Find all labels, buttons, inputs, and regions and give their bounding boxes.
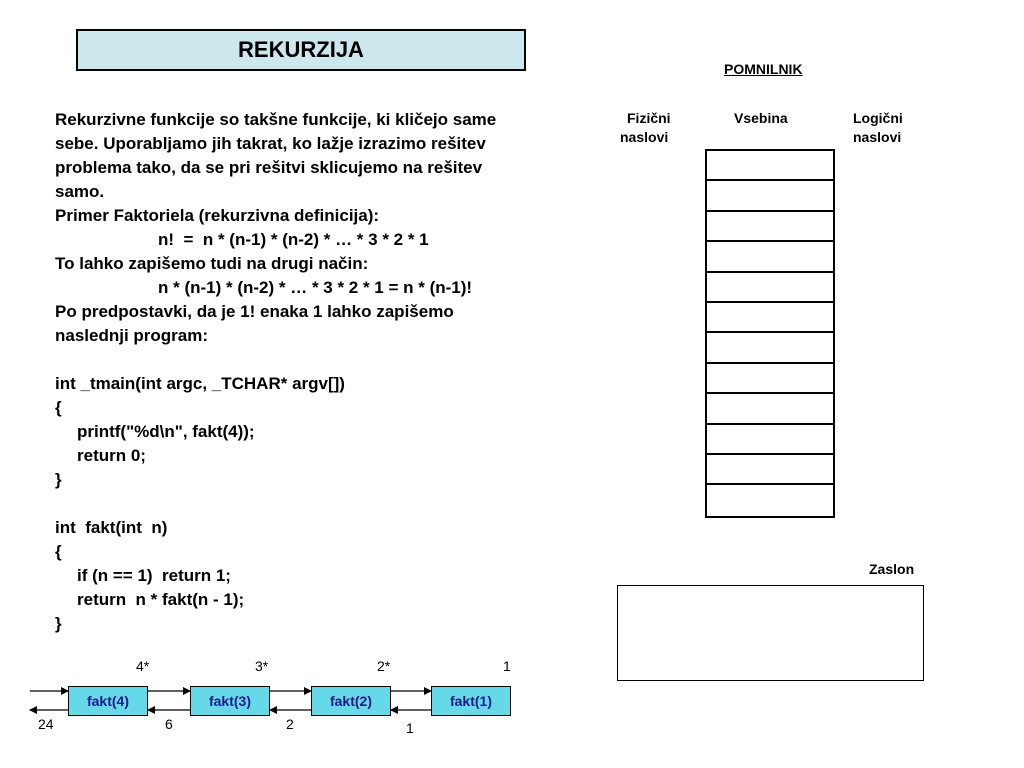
return-label-3: 1 bbox=[406, 720, 414, 736]
memory-title: POMNILNIK bbox=[724, 61, 803, 77]
memory-cell bbox=[707, 394, 833, 425]
body-line: } bbox=[55, 470, 62, 489]
fakt-1-box: fakt(1) bbox=[431, 686, 511, 716]
body-line: return n * fakt(n - 1); bbox=[77, 590, 245, 609]
body-line: { bbox=[55, 542, 62, 561]
call-chain: fakt(4) fakt(3) fakt(2) fakt(1) 4* 3* 2*… bbox=[0, 650, 540, 768]
fakt-4-box: fakt(4) bbox=[68, 686, 148, 716]
memory-cell bbox=[707, 303, 833, 334]
body-line: Primer Faktoriela (rekurzivna definicija… bbox=[55, 206, 380, 225]
body-line: sebe. Uporabljamo jih takrat, ko lažje i… bbox=[55, 134, 486, 153]
call-arrows bbox=[29, 687, 432, 714]
fakt-2-box: fakt(2) bbox=[311, 686, 391, 716]
call-label-2: 2* bbox=[377, 658, 391, 674]
content-label: Vsebina bbox=[734, 110, 788, 126]
body-line: int fakt(int n) bbox=[55, 518, 168, 537]
body-line: n * (n-1) * (n-2) * … * 3 * 2 * 1 = n * … bbox=[158, 278, 473, 297]
body-line: { bbox=[55, 398, 62, 417]
memory-cell bbox=[707, 485, 833, 515]
body-line: } bbox=[55, 614, 62, 633]
memory-cell bbox=[707, 151, 833, 182]
body-line: return 0; bbox=[77, 446, 146, 465]
physical-address-label: Fizični naslovi bbox=[620, 109, 671, 147]
body-line: To lahko zapišemo tudi na drugi način: bbox=[55, 254, 369, 273]
memory-cell bbox=[707, 181, 833, 212]
logical-address-label: Logični naslovi bbox=[853, 109, 903, 147]
body-line: Rekurzivne funkcije so takšne funkcije, … bbox=[55, 110, 497, 129]
body-line: int _tmain(int argc, _TCHAR* argv[]) bbox=[55, 374, 345, 393]
return-label-1: 6 bbox=[165, 716, 173, 732]
logical-label-line1: Logični bbox=[853, 110, 903, 126]
physical-label-line2: naslovi bbox=[620, 129, 669, 145]
body-line: problema tako, da se pri rešitvi sklicuj… bbox=[55, 158, 483, 177]
memory-cell bbox=[707, 212, 833, 243]
memory-cell bbox=[707, 333, 833, 364]
logical-label-line2: naslovi bbox=[853, 129, 902, 145]
body-line: samo. bbox=[55, 182, 105, 201]
call-label-1: 3* bbox=[255, 658, 269, 674]
screen-title: Zaslon bbox=[869, 561, 915, 577]
body-line: printf("%d\n", fakt(4)); bbox=[77, 422, 255, 441]
body-line: n! = n * (n-1) * (n-2) * … * 3 * 2 * 1 bbox=[158, 230, 429, 249]
call-label-0: 4* bbox=[136, 658, 150, 674]
page-title: REKURZIJA bbox=[76, 29, 526, 71]
body-line: naslednji program: bbox=[55, 326, 209, 345]
call-label-3: 1 bbox=[503, 658, 511, 674]
return-label-0: 24 bbox=[38, 716, 54, 732]
fakt-3-box: fakt(3) bbox=[190, 686, 270, 716]
body-line bbox=[55, 492, 585, 516]
memory-cell bbox=[707, 273, 833, 303]
return-label-2: 2 bbox=[286, 716, 294, 732]
memory-cell bbox=[707, 364, 833, 395]
memory-cell bbox=[707, 242, 833, 273]
screen-box bbox=[617, 585, 924, 681]
body-text: Rekurzivne funkcije so takšne funkcije, … bbox=[55, 108, 585, 636]
memory-table bbox=[705, 149, 835, 518]
memory-cell bbox=[707, 425, 833, 455]
body-line bbox=[55, 348, 585, 372]
body-line: if (n == 1) return 1; bbox=[77, 566, 231, 585]
physical-label-line1: Fizični bbox=[627, 110, 671, 126]
memory-cell bbox=[707, 455, 833, 486]
body-line: Po predpostavki, da je 1! enaka 1 lahko … bbox=[55, 302, 454, 321]
